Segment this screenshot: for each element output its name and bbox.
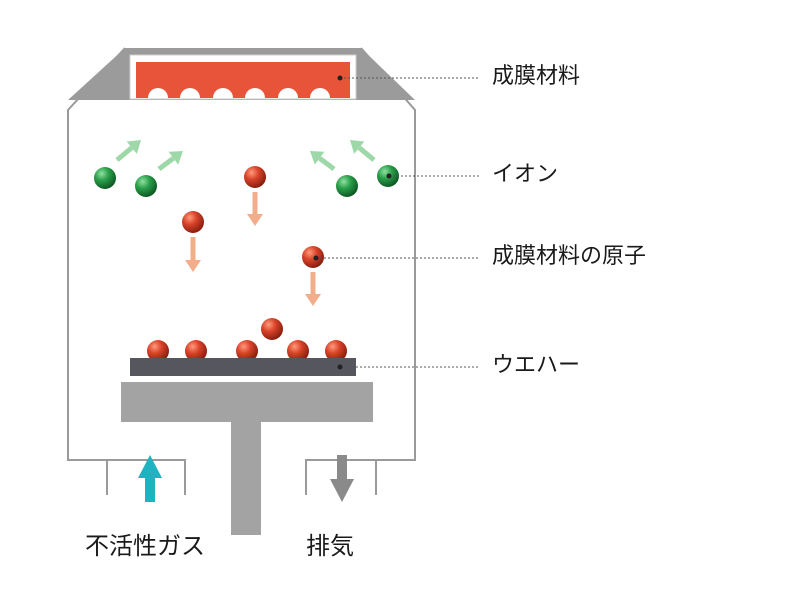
ion-arrow-3 xyxy=(310,151,336,171)
atom-particle-4 xyxy=(261,318,283,340)
ion-particle-3 xyxy=(336,175,358,197)
label-wafer: ウエハー xyxy=(492,353,581,378)
atom-arrow-1 xyxy=(247,192,263,226)
exhaust-arrow-icon xyxy=(330,455,354,502)
wafer xyxy=(130,358,356,376)
ion-arrow-2 xyxy=(157,151,183,171)
atom-particle-2 xyxy=(182,211,204,233)
chamber-wall-left xyxy=(67,47,126,495)
ion-arrow-4 xyxy=(350,140,376,162)
atom-particle-6 xyxy=(185,340,207,362)
leader-dot-atom xyxy=(313,255,319,261)
gas-inlet-arrow-icon xyxy=(138,455,162,502)
leader-dot-wafer xyxy=(337,364,343,370)
wafer-stage-shaft xyxy=(231,420,261,535)
ion-particle-1 xyxy=(94,167,116,189)
atom-arrow-3 xyxy=(305,272,321,306)
atom-particle-9 xyxy=(325,340,347,362)
ion-arrow-1 xyxy=(115,140,141,162)
atom-particle-8 xyxy=(287,340,309,362)
wafer-stage-plate xyxy=(121,382,373,422)
ion-group xyxy=(94,140,399,197)
atom-particle-7 xyxy=(236,340,258,362)
leader-dot-ion xyxy=(386,173,392,179)
ion-particle-2 xyxy=(135,175,157,197)
label-inert-gas: 不活性ガス xyxy=(85,532,205,560)
label-atom: 成膜材料の原子 xyxy=(492,244,647,269)
target-material-block xyxy=(136,62,350,98)
atom-particle-5 xyxy=(147,340,169,362)
label-target-material: 成膜材料 xyxy=(492,64,581,89)
label-ion: イオン xyxy=(492,162,559,187)
atom-particle-1 xyxy=(244,166,266,188)
leader-dot-target xyxy=(337,75,343,81)
chamber-wall-bottom-right xyxy=(305,459,376,495)
atom-arrow-2 xyxy=(185,237,201,272)
label-exhaust: 排気 xyxy=(306,532,354,560)
leader-lines xyxy=(313,75,480,370)
chamber-wall-bottom-left xyxy=(107,459,186,495)
atom-group xyxy=(147,166,347,362)
chamber-wall-right xyxy=(360,47,416,495)
atom-particle-3 xyxy=(302,246,324,268)
